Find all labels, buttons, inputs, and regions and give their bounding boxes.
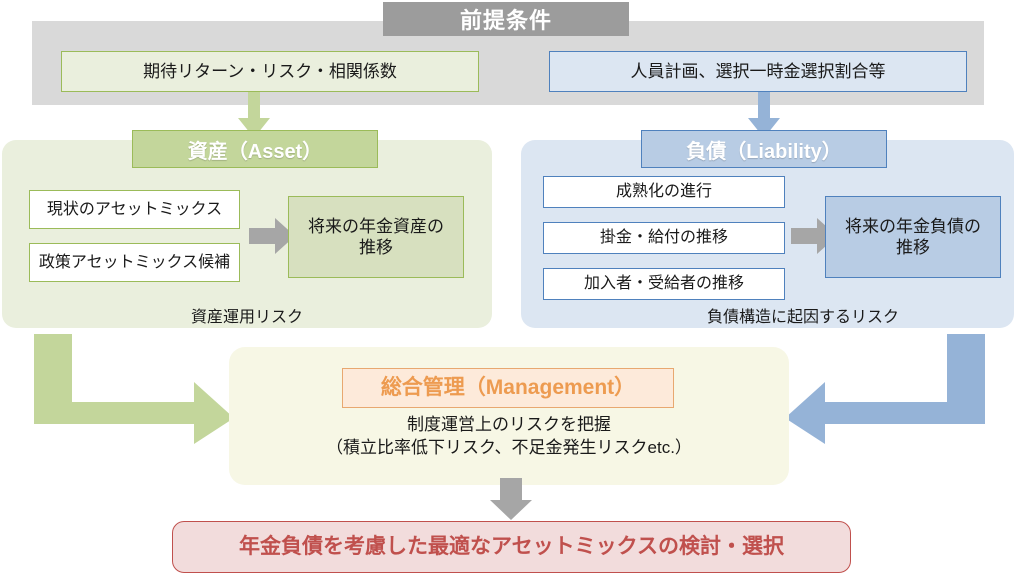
arrow-down-liability-icon [742,92,786,138]
liability-item-maturity: 成熟化の進行 [543,176,785,208]
asset-result-box: 将来の年金資産の 推移 [288,196,464,278]
asset-result-text: 将来の年金資産の 推移 [308,216,444,257]
management-line1: 制度運営上のリスクを把握 [407,415,611,434]
precondition-asset-input: 期待リターン・リスク・相関係数 [61,51,479,92]
asset-item-policy-mix: 政策アセットミックス候補 [29,243,240,282]
liability-caption: 負債構造に起因するリスク [706,309,899,326]
preconditions-title: 前提条件 [383,2,629,36]
management-line2: （積立比率低下リスク、不足金発生リスクetc.） [326,437,692,457]
asset-item-current-mix: 現状のアセットミックス [29,190,240,229]
liability-item-contrib-benefit: 掛金・給付の推移 [543,222,785,254]
liability-header: 負債（Liability） [641,130,887,168]
arrow-right-asset-icon [249,215,295,257]
asset-header: 資産（Asset） [132,130,378,168]
elbow-arrow-right-icon [34,334,234,444]
liability-result-box: 将来の年金負債の 推移 [825,196,1001,278]
asset-caption: 資産運用リスク [190,309,303,326]
management-description: 制度運営上のリスクを把握 （積立比率低下リスク、不足金発生リスクetc.） [249,414,769,470]
elbow-arrow-left-icon [785,334,985,444]
arrow-down-asset-icon [232,92,276,138]
precondition-liability-input: 人員計画、選択一時金選択割合等 [549,51,967,92]
liability-result-text: 将来の年金負債の 推移 [845,216,981,257]
management-header: 総合管理（Management） [342,368,674,408]
arrow-down-conclusion-icon [489,478,533,520]
conclusion-box: 年金負債を考慮した最適なアセットミックスの検討・選択 [172,521,851,573]
liability-item-members: 加入者・受給者の推移 [543,268,785,300]
